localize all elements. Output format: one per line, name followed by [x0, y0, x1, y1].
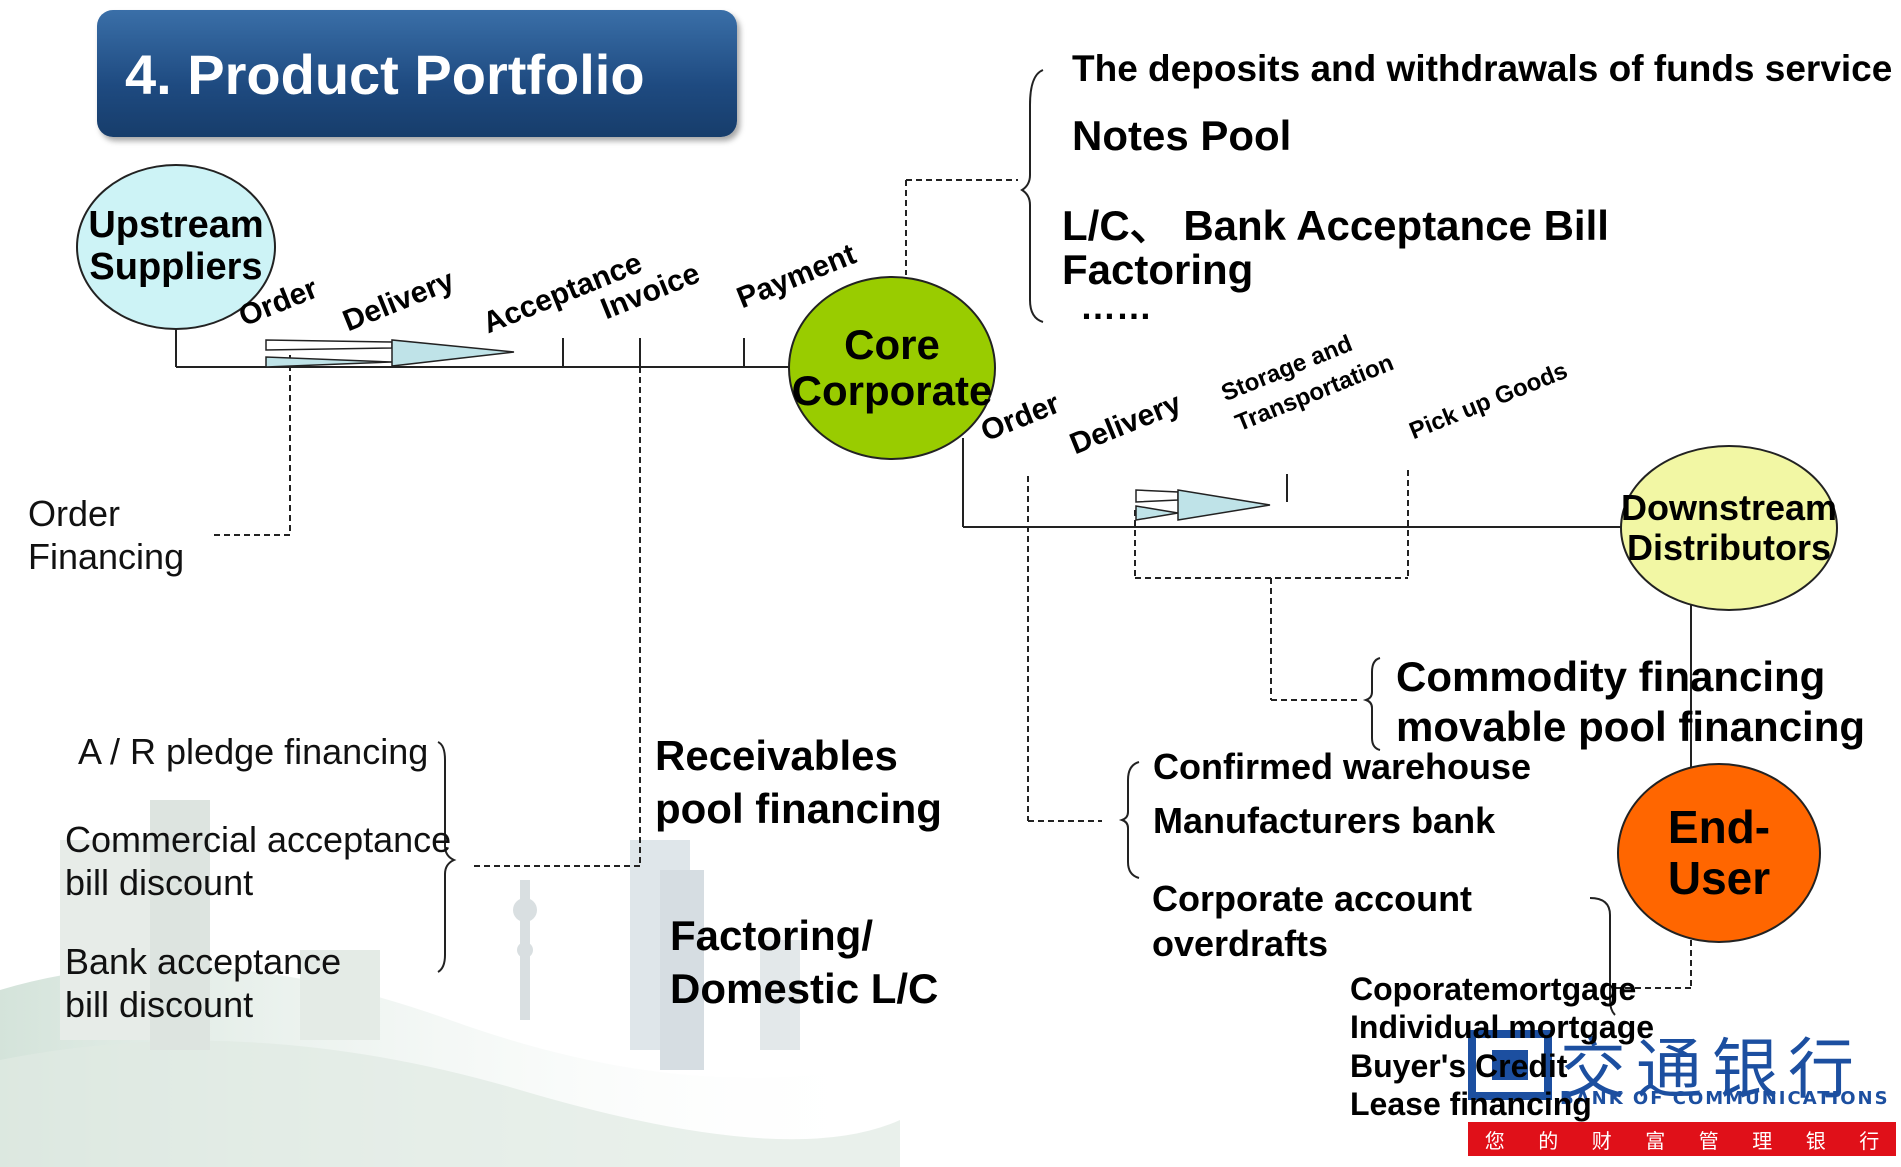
enduser-product-item: Coporatemortgage: [1350, 971, 1637, 1007]
notes-pool-text: Notes Pool: [1072, 112, 1292, 159]
order-financing-text: Order Financing: [28, 492, 184, 578]
slogan-char: 管: [1698, 1128, 1719, 1153]
commodity-line-2: movable pool financing: [1396, 703, 1866, 751]
enduser-label-2: User: [1667, 852, 1771, 904]
slogan-char: 银: [1805, 1128, 1826, 1153]
cab-line-2: bill discount: [65, 862, 254, 904]
receivables-line-1: Receivables: [655, 732, 898, 779]
factoring-text: Factoring: [1062, 246, 1254, 293]
downstream-label-1: Downstream: [1620, 487, 1838, 529]
order-financing-line-1: Order: [28, 493, 121, 534]
bank-logo-slogan-bar: 您 的 财 富 管 理 银 行: [1468, 1122, 1896, 1156]
enduser-products-list: Coporatemortgage Individual mortgage Buy…: [1350, 970, 1654, 1124]
overdraft-line-1: Corporate account: [1152, 878, 1473, 919]
order-financing-line-2: Financing: [28, 536, 185, 578]
downstream-distributors-node: Downstream Distributors: [1620, 445, 1838, 611]
title-banner: [97, 10, 737, 137]
factoring-lc-line-1: Factoring/: [670, 912, 874, 959]
core-label-1: Core: [844, 320, 940, 368]
bab-line-2: bill discount: [65, 984, 254, 1026]
slogan-char: 富: [1645, 1128, 1666, 1153]
ellipsis-text: ……: [1080, 286, 1152, 327]
commodity-line-1: Commodity financing: [1396, 653, 1826, 700]
bank-acceptance-text: Bank acceptance bill discount: [65, 940, 341, 1026]
cab-line-1: Commercial acceptance: [65, 819, 452, 860]
confirmed-warehouse-text: Confirmed warehouse: [1153, 746, 1532, 787]
end-user-node: End- User: [1617, 763, 1821, 943]
factoring-lc-line-2: Domestic L/C: [670, 964, 939, 1012]
slogan-char: 行: [1859, 1128, 1880, 1153]
slogan-char: 财: [1591, 1128, 1612, 1153]
enduser-label-1: End-: [1667, 801, 1771, 854]
bab-line-1: Bank acceptance: [65, 941, 342, 982]
ar-pledge-financing-text: A / R pledge financing: [78, 731, 429, 772]
enduser-product-item: Lease financing: [1350, 1086, 1592, 1123]
downstream-label-2: Distributors: [1626, 527, 1831, 568]
receivables-pool-text: Receivables pool financing: [655, 730, 942, 835]
bank-logo-mark: [1468, 1030, 1552, 1100]
corporate-overdraft-text: Corporate account overdrafts: [1152, 876, 1472, 966]
slogan-char: 您: [1484, 1128, 1505, 1153]
commodity-financing-text: Commodity financing movable pool financi…: [1396, 652, 1865, 753]
upstream-label-1: Upstream: [88, 204, 264, 247]
slogan-char: 理: [1752, 1128, 1773, 1153]
manufacturers-bank-text: Manufacturers bank: [1153, 800, 1496, 841]
enduser-product-item: Buyer's Credit: [1350, 1047, 1568, 1084]
commercial-acceptance-text: Commercial acceptance bill discount: [65, 818, 451, 904]
upstream-label-2: Suppliers: [89, 246, 263, 288]
core-label-2: Corporate: [791, 367, 993, 414]
bank-logo-chinese: 交通银行: [1560, 1031, 1864, 1108]
receivables-line-2: pool financing: [655, 784, 942, 832]
deposits-service-text: The deposits and withdrawals of funds se…: [1072, 48, 1893, 89]
slogan-char: 的: [1538, 1128, 1559, 1153]
factoring-domestic-lc-text: Factoring/ Domestic L/C: [670, 910, 938, 1015]
lc-bank-acceptance-text: L/C、 Bank Acceptance Bill: [1062, 202, 1609, 249]
page-title: 4. Product Portfolio: [125, 43, 645, 106]
enduser-product-item: Individual mortgage: [1350, 1009, 1655, 1046]
bank-logo-english: BANK OF COMMUNICATIONS: [1560, 1088, 1890, 1109]
upstream-suppliers-node: Upstream Suppliers: [76, 164, 276, 330]
city-skyline-illustration: [0, 800, 900, 1167]
core-corporate-node: Core Corporate: [788, 276, 996, 460]
overdraft-line-2: overdrafts: [1152, 923, 1329, 964]
